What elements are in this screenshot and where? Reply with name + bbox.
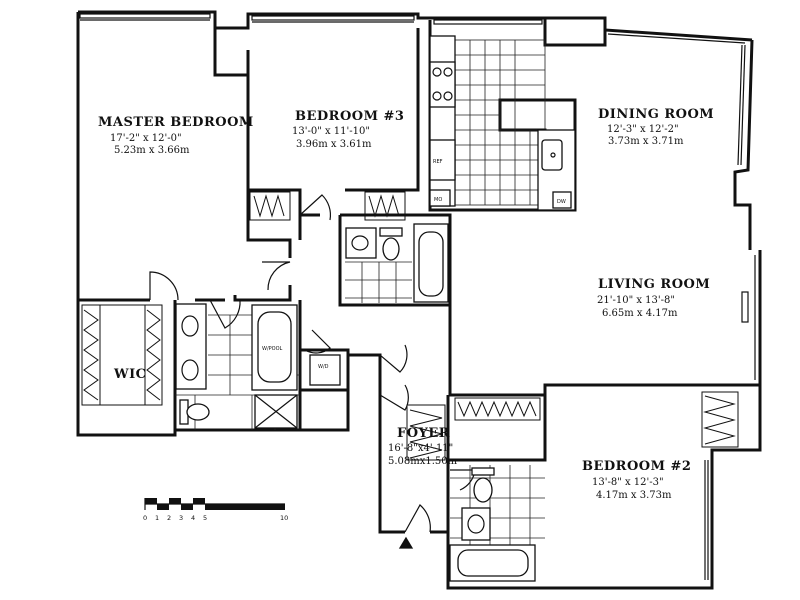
bedroom3-dim-metric: 3.96m x 3.61m (296, 139, 372, 150)
closet (701, 391, 739, 448)
closet (454, 397, 541, 421)
master-bedroom-label: MASTER BEDROOM (98, 115, 254, 130)
dining-room-label: DINING ROOM (598, 107, 714, 122)
sink-icon (351, 235, 369, 251)
bedroom2-label: BEDROOM #2 (582, 459, 691, 474)
dishwasher-icon (552, 191, 572, 209)
master-bedroom-dim-imperial: 17'-2" x 12'-0" (110, 133, 182, 144)
whirlpool-tub-icon (251, 304, 298, 391)
master-bath: W/POOL (175, 303, 300, 430)
scale-tick-label: 4 (191, 514, 195, 522)
scale-tick-label: 5 (203, 514, 207, 522)
bathtub-icon (413, 223, 449, 303)
windows (79, 13, 756, 580)
dining-room-dim-metric: 3.73m x 3.71m (608, 136, 684, 147)
dining-room-dim-imperial: 12'-3" x 12'-2" (607, 124, 679, 135)
sink-icon (181, 359, 199, 381)
whirlpool-label: W/POOL (262, 346, 283, 352)
closet (249, 191, 291, 221)
scale-tick-label: 2 (167, 514, 171, 522)
doors (149, 194, 476, 533)
kitchen-sink-icon (541, 139, 563, 171)
bathtub-icon (449, 544, 536, 582)
bath-bedroom2 (449, 465, 545, 582)
refrigerator-icon (429, 139, 456, 181)
sink-icon (467, 514, 485, 534)
bath-bedroom3 (345, 223, 449, 303)
wic-label: WIC (113, 367, 147, 382)
toilet-icon (379, 227, 403, 261)
walls (76, 10, 762, 590)
entry-arrow-icon (398, 536, 414, 549)
toilet-icon (471, 467, 495, 503)
microwave-label: MO (434, 197, 442, 203)
closets: W/D (81, 191, 739, 461)
walk-in-closet (81, 304, 163, 406)
range-icon (429, 61, 456, 108)
toilet-icon (179, 399, 210, 425)
microwave-icon (429, 189, 451, 207)
master-bedroom-dim-metric: 5.23m x 3.66m (114, 145, 190, 156)
living-room-dim-metric: 6.65m x 4.17m (602, 308, 678, 319)
washer-dryer-icon (309, 354, 341, 386)
room-labels: MASTER BEDROOM 17'-2" x 12'-0" 5.23m x 3… (98, 107, 714, 501)
scale-tick-label: 1 (155, 514, 159, 522)
double-vanity-icon (175, 303, 207, 390)
bedroom3-label: BEDROOM #3 (295, 109, 404, 124)
vanity-icon (461, 507, 491, 541)
bedroom3-dim-imperial: 13'-0" x 11'-10" (292, 126, 370, 137)
scale-bar: 0 1 2 3 4 5 10 (143, 498, 288, 522)
foyer-dim-imperial: 16'-8"x4'-11" (388, 443, 453, 454)
scale-tick-label: 10 (280, 514, 288, 522)
living-room-label: LIVING ROOM (598, 277, 710, 292)
vanity-icon (345, 227, 377, 259)
refrigerator-label: REF (433, 159, 443, 165)
foyer-label: FOYER (397, 426, 450, 441)
shower-icon (254, 394, 298, 429)
kitchen-floor-tiles (454, 39, 546, 206)
scale-tick-label: 3 (179, 514, 183, 522)
sink-icon (181, 315, 199, 337)
washer-dryer-label: W/D (318, 364, 329, 370)
dishwasher-label: DW (557, 199, 566, 205)
foyer-dim-metric: 5.08mx1.50m (388, 456, 458, 467)
bedroom2-dim-metric: 4.17m x 3.73m (596, 490, 672, 501)
kitchen: REF MO DW (429, 35, 576, 211)
bedroom2-dim-imperial: 13'-8" x 12'-3" (592, 477, 664, 488)
closet (406, 404, 446, 461)
closet (364, 191, 406, 221)
living-room-dim-imperial: 21'-10" x 13'-8" (597, 295, 675, 306)
scale-tick-label: 0 (143, 514, 147, 522)
